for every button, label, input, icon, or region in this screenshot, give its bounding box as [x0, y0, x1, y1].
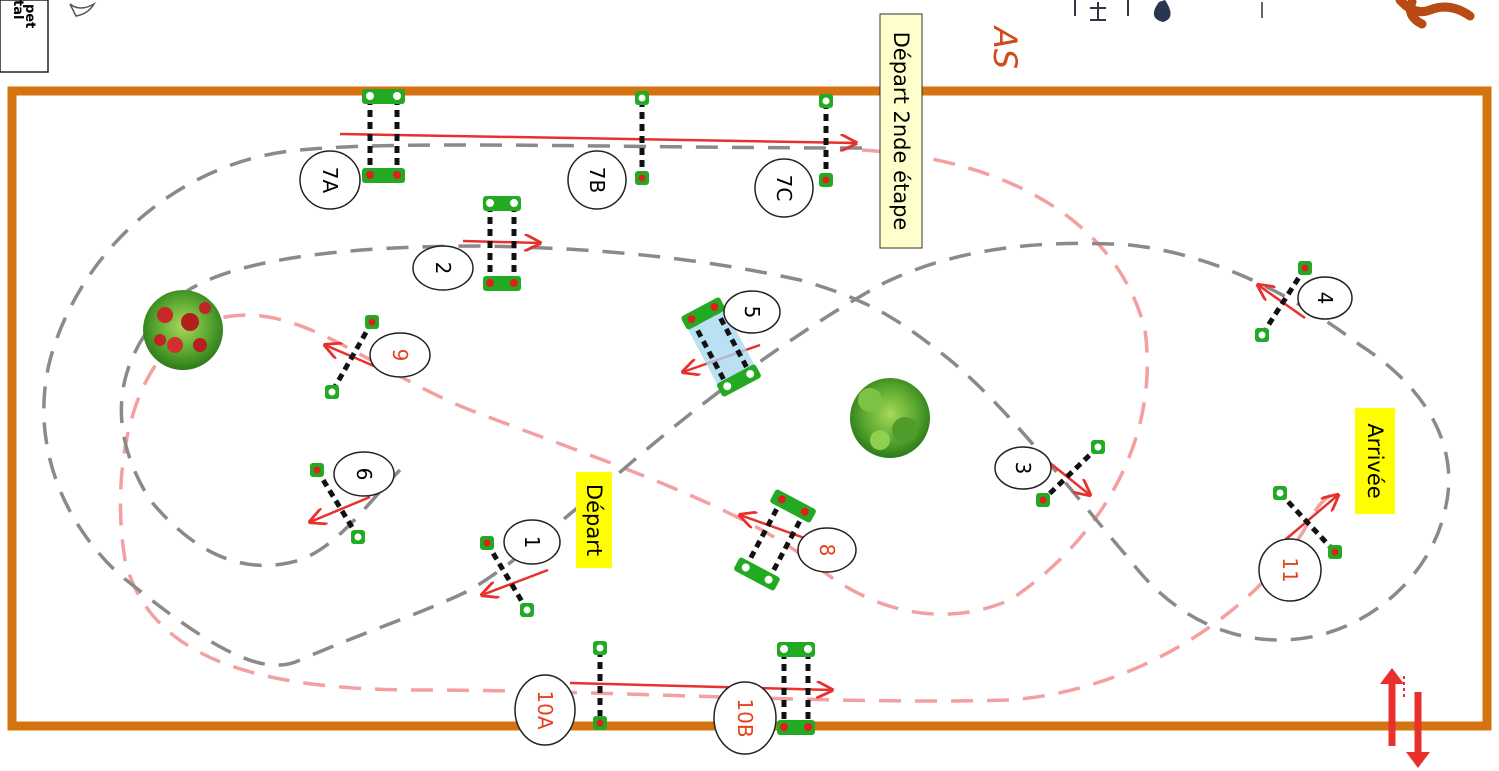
header-fragments: pet tal AS — [0, 0, 1475, 90]
svg-text:7C: 7C — [772, 175, 796, 202]
shrub-icon — [850, 378, 930, 458]
corner-label-box — [0, 0, 49, 73]
svg-text:8: 8 — [815, 544, 839, 557]
arrow-10 — [569, 683, 832, 690]
arrow-11 — [1284, 495, 1338, 541]
swap-arrows-icon — [1380, 668, 1430, 768]
obstacle-label-3: 3 — [994, 446, 1052, 490]
gate-5 — [681, 297, 761, 397]
gate-11 — [1273, 486, 1342, 559]
obstacle-label-5: 5 — [723, 290, 781, 334]
gate-10B — [777, 642, 815, 735]
route-first-stage — [42, 143, 1451, 667]
gate-9 — [325, 315, 379, 399]
svg-text:Arrivée: Arrivée — [1363, 423, 1387, 498]
svg-text:Départ: Départ — [582, 484, 606, 556]
gate-3 — [1036, 440, 1105, 507]
gate-8 — [734, 489, 816, 591]
svg-text:9: 9 — [388, 349, 412, 362]
arrow-8 — [740, 515, 811, 542]
corner-label-text-2: tal — [10, 0, 25, 19]
obstacle-label-10B: 10B — [713, 681, 777, 755]
obstacle-label-6: 6 — [333, 451, 395, 497]
svg-text:10A: 10A — [533, 690, 557, 729]
svg-text:5: 5 — [740, 306, 764, 319]
arrow-2 — [462, 241, 540, 243]
scribble-box — [955, 0, 1033, 90]
header-glyph — [1153, 0, 1171, 22]
arrow-1 — [482, 568, 549, 595]
svg-text:6: 6 — [352, 468, 376, 481]
scribble-text: AS — [986, 25, 1024, 69]
gate-7B — [635, 91, 649, 185]
label-arrivee: Arrivée — [1355, 408, 1395, 514]
obstacle-label-7A: 7A — [299, 150, 361, 210]
gate-2 — [483, 196, 521, 291]
pencil-icon — [69, 1, 97, 17]
svg-text:1: 1 — [520, 536, 544, 549]
svg-text:11: 11 — [1278, 557, 1302, 582]
svg-text:3: 3 — [1011, 462, 1035, 475]
svg-text:4: 4 — [1313, 292, 1337, 305]
header-marks — [1074, 0, 1129, 21]
header-scribble — [1395, 0, 1475, 29]
direction-arrows — [310, 132, 1338, 690]
obstacle-label-10A: 10A — [514, 674, 576, 746]
rose-bush-icon — [143, 290, 223, 370]
obstacle-label-8: 8 — [797, 527, 857, 573]
arrow-7 — [339, 132, 856, 143]
gate-10A — [593, 641, 607, 730]
gates — [310, 89, 1342, 735]
obstacle-label-1: 1 — [503, 519, 561, 565]
obstacle-label-9: 9 — [369, 332, 431, 378]
route-second-stage — [118, 148, 1341, 703]
svg-text:7B: 7B — [585, 167, 609, 193]
gate-7C — [819, 94, 833, 187]
obstacle-label-2: 2 — [412, 245, 474, 291]
label-depart: Départ — [576, 472, 612, 568]
obstacle-label-7C: 7C — [754, 158, 814, 218]
obstacle-label-4: 4 — [1297, 276, 1353, 320]
label-depart-second: Départ 2nde étape — [879, 13, 923, 249]
gate-4 — [1255, 261, 1312, 342]
arrow-6 — [310, 495, 371, 522]
svg-text:Départ 2nde étape: Départ 2nde étape — [889, 32, 913, 231]
gate-6 — [310, 463, 365, 544]
obstacle-label-11: 11 — [1258, 538, 1322, 602]
svg-text:7A: 7A — [318, 167, 342, 194]
gate-7A — [362, 89, 405, 183]
svg-text:10B: 10B — [733, 698, 757, 737]
corner-label-text-1: pet — [22, 4, 37, 28]
svg-text:2: 2 — [431, 262, 455, 275]
gate-1 — [480, 536, 534, 617]
obstacle-label-7B: 7B — [567, 150, 627, 210]
obstacle-labels: 7A 7B 7C 2 5 4 9 6 — [299, 150, 1353, 755]
arena-border — [7, 86, 1492, 731]
